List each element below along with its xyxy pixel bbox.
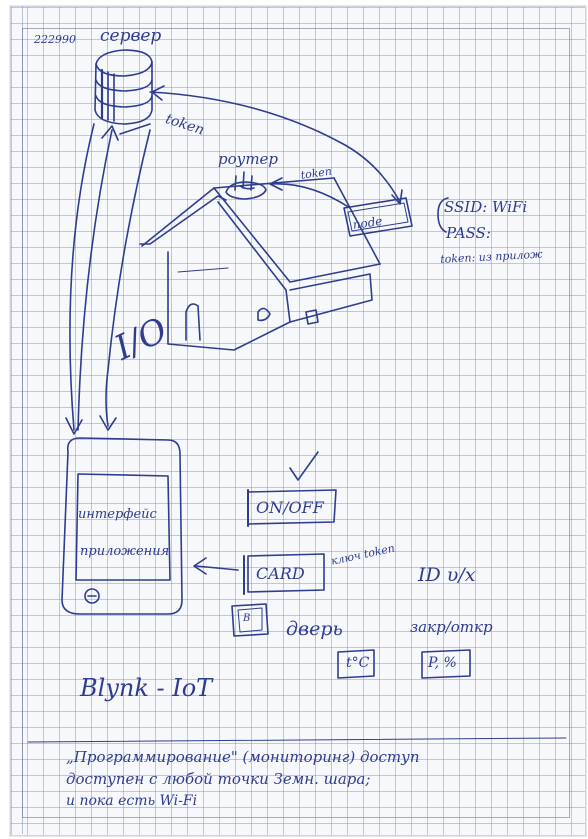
door-state-label: закр/откр xyxy=(410,618,493,636)
router-icon xyxy=(225,171,267,200)
door-label: дверь xyxy=(286,618,343,640)
on-off-label: ON/OFF xyxy=(256,498,324,517)
id-ux-label: ID υ/x xyxy=(418,564,476,586)
card-box xyxy=(247,553,325,593)
pressure-box xyxy=(421,649,471,679)
router-label: роутер xyxy=(218,150,279,168)
temp-box xyxy=(337,649,375,679)
node-device-icon xyxy=(343,197,413,237)
io-arrows xyxy=(65,123,151,435)
content-frame xyxy=(22,28,570,818)
temp-label: t°C xyxy=(346,655,370,671)
interface-label-line2: приложения xyxy=(80,544,170,559)
graph-paper-sheet xyxy=(10,6,586,836)
footer-divider xyxy=(27,737,567,743)
card-to-app-arrow xyxy=(193,557,239,575)
phone-icon xyxy=(61,437,183,615)
server-label: сервер xyxy=(100,26,162,46)
number-scribble: 222990 xyxy=(34,33,76,46)
pressure-label: P, % xyxy=(428,655,457,671)
token-arrow-server-to-node xyxy=(149,85,403,205)
footer-line-2: доступен с любой точки Земн. шара; xyxy=(66,770,371,788)
footer-line-3: и пока есть Wi-Fi xyxy=(66,793,198,809)
check-mark xyxy=(289,451,319,481)
pass-label: PASS: xyxy=(446,224,491,242)
interface-label-line1: интерфейс xyxy=(78,507,157,522)
house-icon xyxy=(139,177,381,351)
door-box-label: B xyxy=(243,613,251,624)
door-box xyxy=(231,603,269,637)
blynk-label: Blynk - IoT xyxy=(80,674,213,702)
server-icon xyxy=(94,49,153,125)
card-label: CARD xyxy=(256,564,305,583)
footer-line-1: „Программирование" (мониторинг) доступ xyxy=(66,748,420,766)
ssid-bracket xyxy=(437,197,449,233)
ssid-label: SSID: WiFi xyxy=(444,198,528,216)
